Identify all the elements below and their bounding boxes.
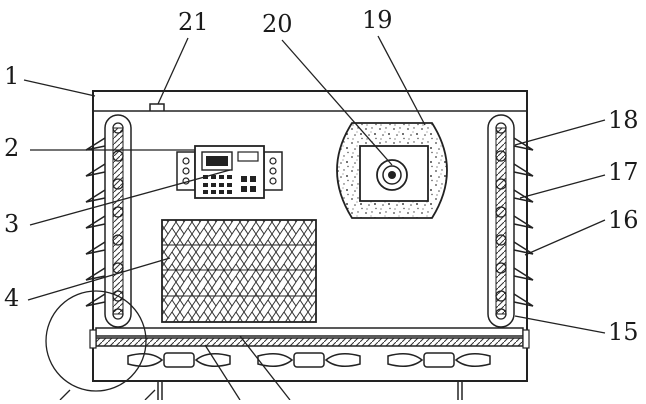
callout-3: 3 bbox=[4, 210, 20, 238]
callout-17: 17 bbox=[608, 158, 639, 186]
camera-housing bbox=[336, 122, 448, 219]
callout-19: 19 bbox=[362, 6, 393, 34]
leader-lines bbox=[23, 35, 606, 401]
callout-21: 21 bbox=[178, 8, 209, 36]
control-panel bbox=[176, 145, 283, 199]
callout-2: 2 bbox=[4, 134, 20, 162]
top-plate bbox=[92, 90, 528, 112]
feet bbox=[157, 381, 463, 400]
callout-4: 4 bbox=[4, 284, 20, 312]
right-chain bbox=[487, 114, 515, 328]
left-chain bbox=[104, 114, 132, 328]
callout-1: 1 bbox=[4, 62, 20, 90]
callout-15: 15 bbox=[608, 318, 639, 346]
left-fins bbox=[85, 137, 106, 307]
filter-block bbox=[161, 219, 317, 323]
top-hook bbox=[149, 103, 165, 111]
callout-16: 16 bbox=[608, 206, 639, 234]
callout-18: 18 bbox=[608, 106, 639, 134]
callout-20: 20 bbox=[262, 10, 293, 38]
detail-circle bbox=[45, 290, 147, 392]
right-fins bbox=[513, 137, 534, 307]
fan-row bbox=[127, 352, 491, 368]
bottom-rail bbox=[89, 327, 530, 349]
